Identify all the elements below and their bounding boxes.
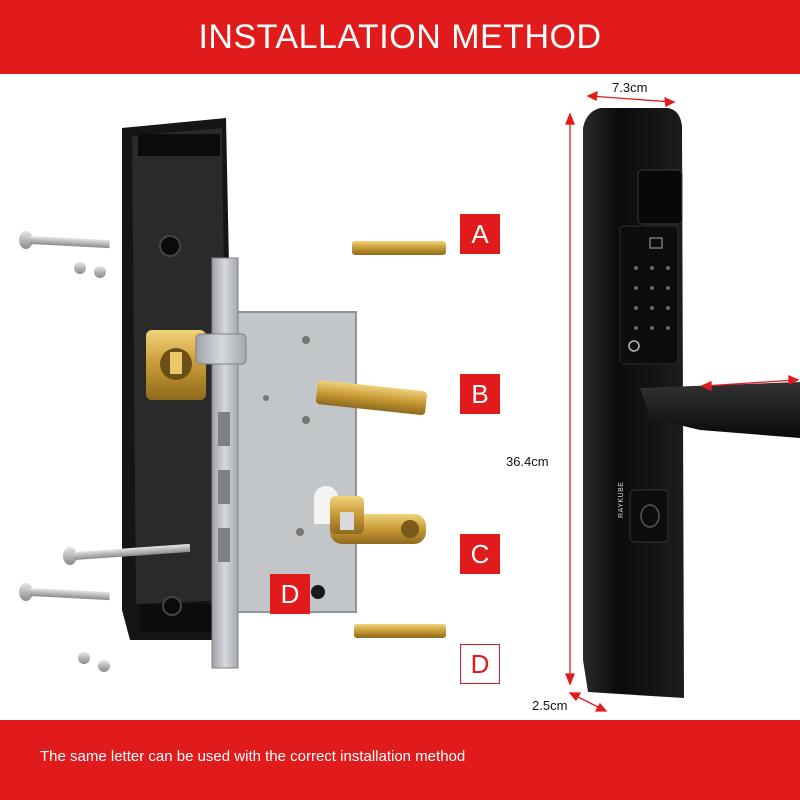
page-title: INSTALLATION METHOD: [198, 17, 602, 56]
label-b: B: [460, 374, 500, 414]
label-c: C: [460, 534, 500, 574]
caption-banner: The same letter can be used with the cor…: [0, 720, 800, 800]
title-banner: INSTALLATION METHOD: [0, 0, 800, 74]
dimension-lines: [565, 90, 800, 712]
label-d-center: D: [270, 574, 310, 614]
label-a: A: [460, 214, 500, 254]
lock-cylinder: [330, 496, 426, 544]
spindles: [315, 241, 446, 638]
dimension-thickness: 2.5cm: [532, 698, 568, 713]
smart-lock: [583, 108, 800, 698]
back-plate: [122, 118, 236, 640]
mortise-body: [195, 257, 357, 669]
label-d-right: D: [460, 644, 500, 684]
footer-caption: The same letter can be used with the cor…: [40, 748, 466, 765]
dimension-width: 7.3cm: [612, 80, 648, 95]
brand-logo: RAYKUBE: [618, 481, 625, 518]
dimension-height: 36.4cm: [506, 454, 549, 469]
screws: [19, 231, 191, 672]
